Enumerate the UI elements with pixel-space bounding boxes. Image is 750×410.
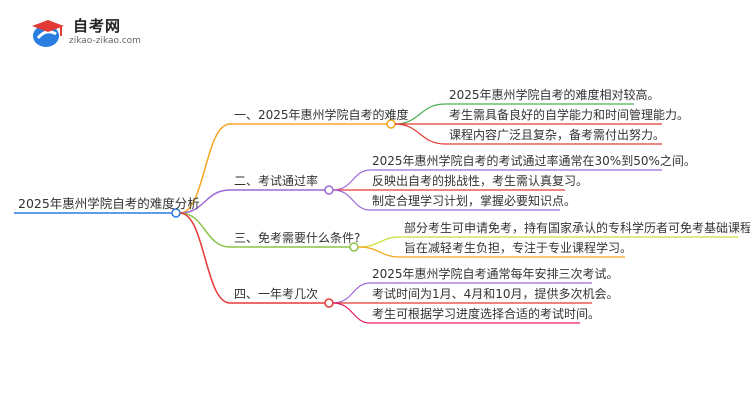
edge-b3-c1: [357, 236, 401, 248]
edge-b2-c1: [332, 169, 371, 191]
branch-2-item-3: 制定合理学习计划，掌握必要知识点。: [372, 194, 577, 208]
branch-1-label: 一、2025年惠州学院自考的难度: [234, 108, 409, 122]
edge-root-b1: [179, 123, 231, 214]
logo-url: zikao-zikao.com: [69, 36, 141, 46]
branch-3-item-2: 旨在减轻考生负担，专注于专业课程学习。: [404, 241, 633, 255]
branch-4-item-3: 考生可根据学习进度选择合适的考试时间。: [372, 307, 601, 321]
edge-b4-c3: [332, 302, 371, 324]
branch-1-item-2: 考生需具备良好的自学能力和时间管理能力。: [449, 108, 690, 122]
branch-4-label: 四、一年考几次: [234, 287, 319, 301]
branch-4-item-2: 考试时间为1月、4月和10月，提供多次机会。: [372, 287, 619, 301]
edge-b2-c3: [332, 189, 371, 211]
branch-2-label: 二、考试通过率: [234, 174, 319, 188]
graduation-cap-icon: [32, 20, 64, 47]
branch-1-item-1: 2025年惠州学院自考的难度相对较高。: [449, 88, 660, 102]
edge-b3-c2: [357, 246, 401, 258]
b2-node: [324, 185, 334, 195]
branch-3-item-1: 部分考生可申请免考，持有国家承认的专科学历者可免考基础课程。: [404, 221, 750, 235]
edge-root-b4: [179, 212, 231, 304]
edge-root-b2: [179, 189, 231, 214]
edge-b1-c3: [394, 123, 446, 145]
branch-1-item-3: 课程内容广泛且复杂，备考需付出努力。: [449, 128, 666, 142]
branch-4-item-1: 2025年惠州学院自考通常每年安排三次考试。: [372, 267, 619, 281]
site-logo[interactable]: 自考网 zikao-zikao.com: [28, 12, 158, 52]
edge-root-b3: [179, 212, 231, 248]
branch-2-item-2: 反映出自考的挑战性，考生需认真复习。: [372, 174, 589, 188]
b4-node: [324, 298, 334, 308]
edge-b4-c1: [332, 282, 371, 304]
branch-3-label: 三、免考需要什么条件?: [234, 231, 361, 245]
branch-2-item-1: 2025年惠州学院自考的考试通过率通常在30%到50%之间。: [372, 154, 696, 168]
root-topic: 2025年惠州学院自考的难度分析: [18, 196, 200, 211]
logo-title: 自考网: [73, 17, 122, 35]
